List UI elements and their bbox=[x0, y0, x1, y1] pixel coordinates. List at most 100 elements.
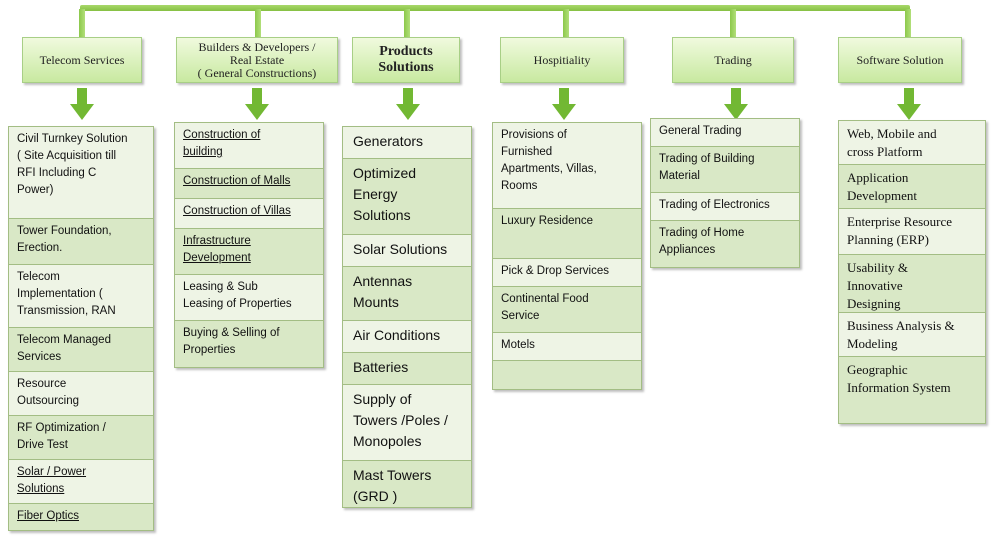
list-item: Resource Outsourcing bbox=[9, 372, 153, 416]
list-item: Civil Turnkey Solution ( Site Acquisitio… bbox=[9, 127, 153, 219]
list-item-label: Usability & Innovative Designing bbox=[847, 260, 909, 311]
list-item-label: Construction of Villas bbox=[183, 205, 291, 217]
list-item-label: Solar Solutions bbox=[353, 241, 448, 257]
list-item: Enterprise Resource Planning (ERP) bbox=[839, 209, 985, 255]
list-item-label: Batteries bbox=[353, 359, 409, 375]
list-item-label: Leasing & Sub Leasing of Properties bbox=[183, 281, 292, 310]
list-item-label: Civil Turnkey Solution ( Site Acquisitio… bbox=[17, 133, 128, 196]
category-header-trading: Trading bbox=[672, 37, 794, 83]
list-item: Buying & Selling of Properties bbox=[175, 321, 323, 367]
list-item-label: Solar / Power Solutions bbox=[17, 466, 87, 495]
list-item bbox=[493, 361, 641, 389]
list-item-label: Antennas Mounts bbox=[353, 273, 413, 310]
list-item-label: Infrastructure Development bbox=[183, 235, 251, 264]
category-header-builders-developers-real-estate-general-constructions: Builders & Developers / Real Estate ( Ge… bbox=[176, 37, 338, 83]
down-arrow-icon bbox=[70, 88, 94, 120]
list-item-label: Luxury Residence bbox=[501, 215, 594, 227]
list-item: Mast Towers (GRD ) bbox=[343, 461, 471, 507]
connector-line bbox=[255, 9, 261, 37]
category-header-software-solution: Software Solution bbox=[838, 37, 962, 83]
list-item: Continental Food Service bbox=[493, 287, 641, 333]
list-item-label: Resource Outsourcing bbox=[17, 378, 80, 407]
list-item: Luxury Residence bbox=[493, 209, 641, 259]
list-item-label: Continental Food Service bbox=[501, 293, 589, 322]
connector-line bbox=[730, 9, 736, 37]
list-item-label: RF Optimization / Drive Test bbox=[17, 422, 106, 451]
list-item-label: Enterprise Resource Planning (ERP) bbox=[847, 214, 953, 247]
list-item-label: Web, Mobile and cross Platform bbox=[847, 126, 937, 159]
list-item: Trading of Building Material bbox=[651, 147, 799, 193]
category-list-hospitiality: Provisions of Furnished Apartments, Vill… bbox=[492, 122, 642, 390]
list-item-label: Telecom Managed Services bbox=[17, 334, 111, 363]
list-item: RF Optimization / Drive Test bbox=[9, 416, 153, 460]
list-item-label: Application Development bbox=[847, 170, 918, 203]
down-arrow-icon bbox=[245, 88, 269, 120]
list-item: Air Conditions bbox=[343, 321, 471, 353]
category-header-hospitiality: Hospitiality bbox=[500, 37, 624, 83]
down-arrow-icon bbox=[897, 88, 921, 120]
list-item-label: Tower Foundation, Erection. bbox=[17, 225, 112, 254]
list-item: General Trading bbox=[651, 119, 799, 147]
list-item: Optimized Energy Solutions bbox=[343, 159, 471, 235]
list-item-label: Mast Towers (GRD ) bbox=[353, 467, 432, 504]
list-item: Trading of Electronics bbox=[651, 193, 799, 221]
list-item: Telecom Managed Services bbox=[9, 328, 153, 372]
list-item-label: Supply of Towers /Poles / Monopoles bbox=[353, 391, 448, 449]
list-item-label: Geographic Information System bbox=[847, 362, 951, 395]
list-item: Provisions of Furnished Apartments, Vill… bbox=[493, 123, 641, 209]
list-item-label: Optimized Energy Solutions bbox=[353, 165, 417, 223]
down-arrow-icon bbox=[396, 88, 420, 120]
list-item: Batteries bbox=[343, 353, 471, 385]
connector-line bbox=[404, 9, 410, 37]
category-list-telecom-services: Civil Turnkey Solution ( Site Acquisitio… bbox=[8, 126, 154, 531]
list-item: Construction of Villas bbox=[175, 199, 323, 229]
list-item: Telecom Implementation ( Transmission, R… bbox=[9, 265, 153, 328]
list-item-label: Generators bbox=[353, 133, 424, 149]
list-item-label: Trading of Home Appliances bbox=[659, 227, 745, 256]
list-item: Motels bbox=[493, 333, 641, 361]
category-header-products-solutions: Products Solutions bbox=[352, 37, 460, 83]
list-item: Construction of Malls bbox=[175, 169, 323, 199]
connector-line bbox=[79, 9, 85, 37]
list-item: Business Analysis & Modeling bbox=[839, 313, 985, 357]
list-item: Geographic Information System bbox=[839, 357, 985, 423]
list-item: Fiber Optics bbox=[9, 504, 153, 530]
list-item: Tower Foundation, Erection. bbox=[9, 219, 153, 265]
list-item: Usability & Innovative Designing bbox=[839, 255, 985, 313]
list-item: Solar / Power Solutions bbox=[9, 460, 153, 504]
list-item-label: Buying & Selling of Properties bbox=[183, 327, 280, 356]
connector-bar bbox=[80, 5, 910, 11]
down-arrow-icon bbox=[552, 88, 576, 120]
down-arrow-icon bbox=[724, 88, 748, 120]
connector-line bbox=[905, 9, 911, 37]
list-item-label: Motels bbox=[501, 339, 535, 351]
list-item-label: Business Analysis & Modeling bbox=[847, 318, 955, 351]
list-item: Pick & Drop Services bbox=[493, 259, 641, 287]
list-item: Supply of Towers /Poles / Monopoles bbox=[343, 385, 471, 461]
list-item: Web, Mobile and cross Platform bbox=[839, 121, 985, 165]
list-item-label: Construction of Malls bbox=[183, 175, 291, 187]
list-item-label: Construction of building bbox=[183, 129, 261, 158]
list-item-label: Fiber Optics bbox=[17, 510, 79, 522]
list-item-label: General Trading bbox=[659, 125, 742, 137]
list-item-label: Trading of Electronics bbox=[659, 199, 770, 211]
list-item: Antennas Mounts bbox=[343, 267, 471, 321]
list-item: Construction of building bbox=[175, 123, 323, 169]
connector-line bbox=[563, 9, 569, 37]
list-item-label: Trading of Building Material bbox=[659, 153, 755, 182]
list-item-label: Pick & Drop Services bbox=[501, 265, 610, 277]
category-header-telecom-services: Telecom Services bbox=[22, 37, 142, 83]
list-item-label: Air Conditions bbox=[353, 327, 441, 343]
list-item: Generators bbox=[343, 127, 471, 159]
list-item: Infrastructure Development bbox=[175, 229, 323, 275]
list-item-label: Telecom Implementation ( Transmission, R… bbox=[17, 271, 116, 317]
list-item: Trading of Home Appliances bbox=[651, 221, 799, 267]
list-item: Application Development bbox=[839, 165, 985, 209]
list-item: Leasing & Sub Leasing of Properties bbox=[175, 275, 323, 321]
list-item-label: Provisions of Furnished Apartments, Vill… bbox=[501, 129, 597, 192]
list-item: Solar Solutions bbox=[343, 235, 471, 267]
